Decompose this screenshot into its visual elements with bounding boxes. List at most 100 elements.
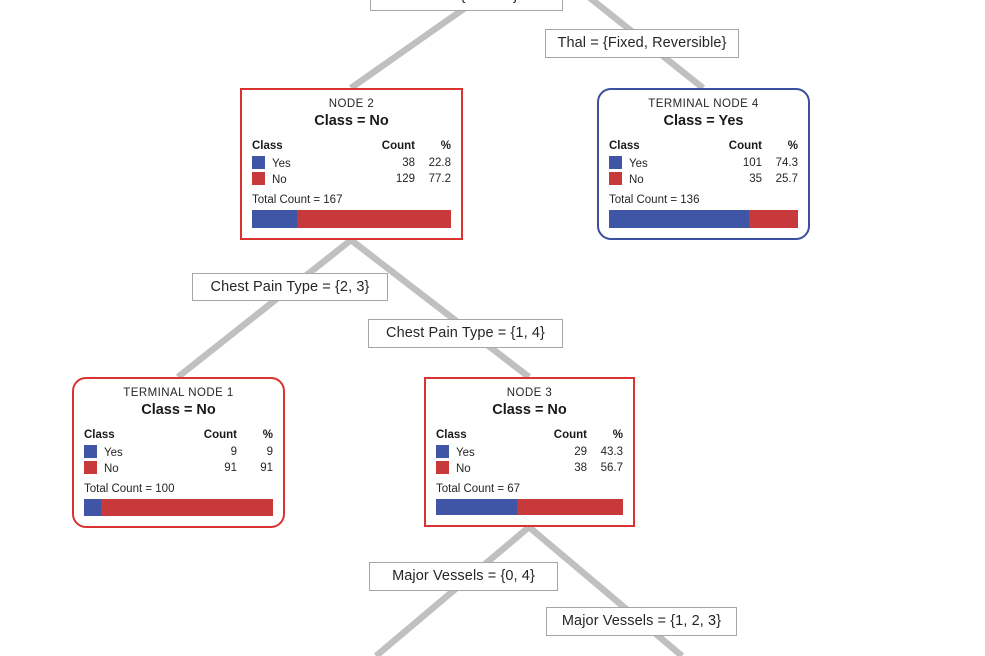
node-id-label: TERMINAL NODE 4 — [648, 98, 759, 110]
edge-label-cpt-2-3[interactable]: Chest Pain Type = {2, 3} — [192, 273, 388, 301]
column-header-class: Class — [436, 429, 467, 441]
count-cell: 91 — [224, 462, 237, 474]
edge-label-thal-fixed-reversible[interactable]: Thal = {Fixed, Reversible} — [545, 29, 739, 58]
column-header-pct: % — [787, 140, 798, 152]
table-row: Yes 101 74.3 — [609, 155, 798, 171]
edge-node2-to-node3 — [349, 237, 531, 380]
class-name-text: No — [456, 463, 471, 475]
bar-segment-yes — [609, 210, 750, 228]
bar-segment-yes — [436, 499, 517, 515]
table-header-row: Class Count% — [609, 140, 798, 155]
percent-cell: 43.3 — [600, 446, 623, 458]
total-count-label: Total Count = 100 — [84, 483, 175, 495]
edge-label-cpt-1-4[interactable]: Chest Pain Type = {1, 4} — [368, 319, 563, 348]
column-header-count: Count — [203, 429, 237, 441]
edge-label-text: Chest Pain Type = {2, 3} — [210, 278, 370, 295]
column-header-pct: % — [440, 140, 451, 152]
table-header-row: Class Count% — [436, 429, 623, 444]
count-cell: 129 — [395, 173, 415, 185]
edge-label-text: Major Vessels = {1, 2, 3} — [561, 613, 722, 630]
column-header-pct: % — [262, 429, 273, 441]
edge-label-mv-0-4[interactable]: Major Vessels = {0, 4} — [369, 562, 558, 591]
percent-cell: 9 — [266, 446, 273, 458]
class-name-text: Yes — [456, 447, 475, 459]
column-header-class: Class — [609, 140, 640, 152]
node-class-label: Class = No — [492, 402, 567, 418]
bar-segment-no — [749, 210, 798, 228]
node-class-label: Class = Yes — [663, 113, 744, 129]
class-name-cell: No — [609, 171, 690, 187]
column-header-count: Count — [553, 429, 587, 441]
count-cell: 38 — [574, 462, 587, 474]
percent-cell: 25.7 — [775, 173, 798, 185]
percent-cell: 74.3 — [775, 157, 798, 169]
edge-label-thal-normal[interactable]: Thal = {Normal} — [370, 0, 563, 11]
legend-swatch-yes-icon — [609, 156, 622, 169]
count-cell: 35 — [749, 173, 762, 185]
column-header-class: Class — [84, 429, 115, 441]
legend-swatch-no-icon — [436, 461, 449, 474]
table-row: Yes 29 43.3 — [436, 444, 623, 460]
node-class-label: Class = No — [314, 113, 389, 129]
total-count-label: Total Count = 167 — [252, 194, 343, 206]
class-name-text: No — [104, 463, 119, 475]
column-header-pct: % — [612, 429, 623, 441]
table-header-row: Class Count% — [252, 140, 451, 155]
column-header-class: Class — [252, 140, 283, 152]
edge-label-text: Thal = {Normal} — [415, 0, 518, 4]
table-row: No 129 77.2 — [252, 171, 451, 187]
bar-segment-no — [516, 499, 623, 515]
class-name-cell: No — [252, 171, 338, 187]
bar-segment-no — [101, 499, 273, 516]
total-count-label: Total Count = 67 — [436, 483, 521, 495]
column-header-count: Count — [728, 140, 762, 152]
legend-swatch-yes-icon — [84, 445, 97, 458]
edge-node2-to-tnode1 — [175, 237, 354, 380]
table-row: Yes 38 22.8 — [252, 155, 451, 171]
table-row: No 38 56.7 — [436, 460, 623, 476]
node-id-label: NODE 3 — [506, 387, 553, 399]
class-distribution-bar — [609, 210, 798, 228]
count-cell: 101 — [742, 157, 762, 169]
tree-node-terminal-node-1[interactable]: TERMINAL NODE 1 Class = No Class Count% Yes 9… — [72, 377, 285, 528]
class-name-text: Yes — [629, 158, 648, 170]
class-name-cell: No — [84, 460, 165, 476]
percent-cell: 77.2 — [428, 173, 451, 185]
count-cell: 29 — [574, 446, 587, 458]
percent-cell: 56.7 — [600, 462, 623, 474]
count-cell: 38 — [402, 157, 415, 169]
node-id-label: TERMINAL NODE 1 — [123, 387, 234, 399]
legend-swatch-no-icon — [84, 461, 97, 474]
bar-segment-yes — [84, 499, 101, 516]
class-name-text: Yes — [104, 447, 123, 459]
class-name-cell: Yes — [252, 155, 338, 171]
count-cell: 9 — [230, 446, 237, 458]
edge-label-text: Thal = {Fixed, Reversible} — [557, 35, 727, 52]
class-name-cell: Yes — [84, 444, 165, 460]
node-class-label: Class = No — [141, 402, 216, 418]
class-distribution-bar — [436, 499, 623, 515]
edge-label-mv-1-2-3[interactable]: Major Vessels = {1, 2, 3} — [546, 607, 737, 636]
bar-segment-yes — [252, 210, 298, 228]
legend-swatch-yes-icon — [252, 156, 265, 169]
edge-node3-to-left — [373, 524, 532, 656]
class-name-cell: No — [436, 460, 516, 476]
class-distribution-bar — [84, 499, 273, 516]
table-header-row: Class Count% — [84, 429, 273, 444]
class-name-text: Yes — [272, 158, 291, 170]
percent-cell: 22.8 — [428, 157, 451, 169]
total-count-label: Total Count = 136 — [609, 194, 700, 206]
node-id-label: NODE 2 — [328, 98, 375, 110]
legend-swatch-yes-icon — [436, 445, 449, 458]
column-header-count: Count — [381, 140, 415, 152]
class-name-cell: Yes — [609, 155, 690, 171]
